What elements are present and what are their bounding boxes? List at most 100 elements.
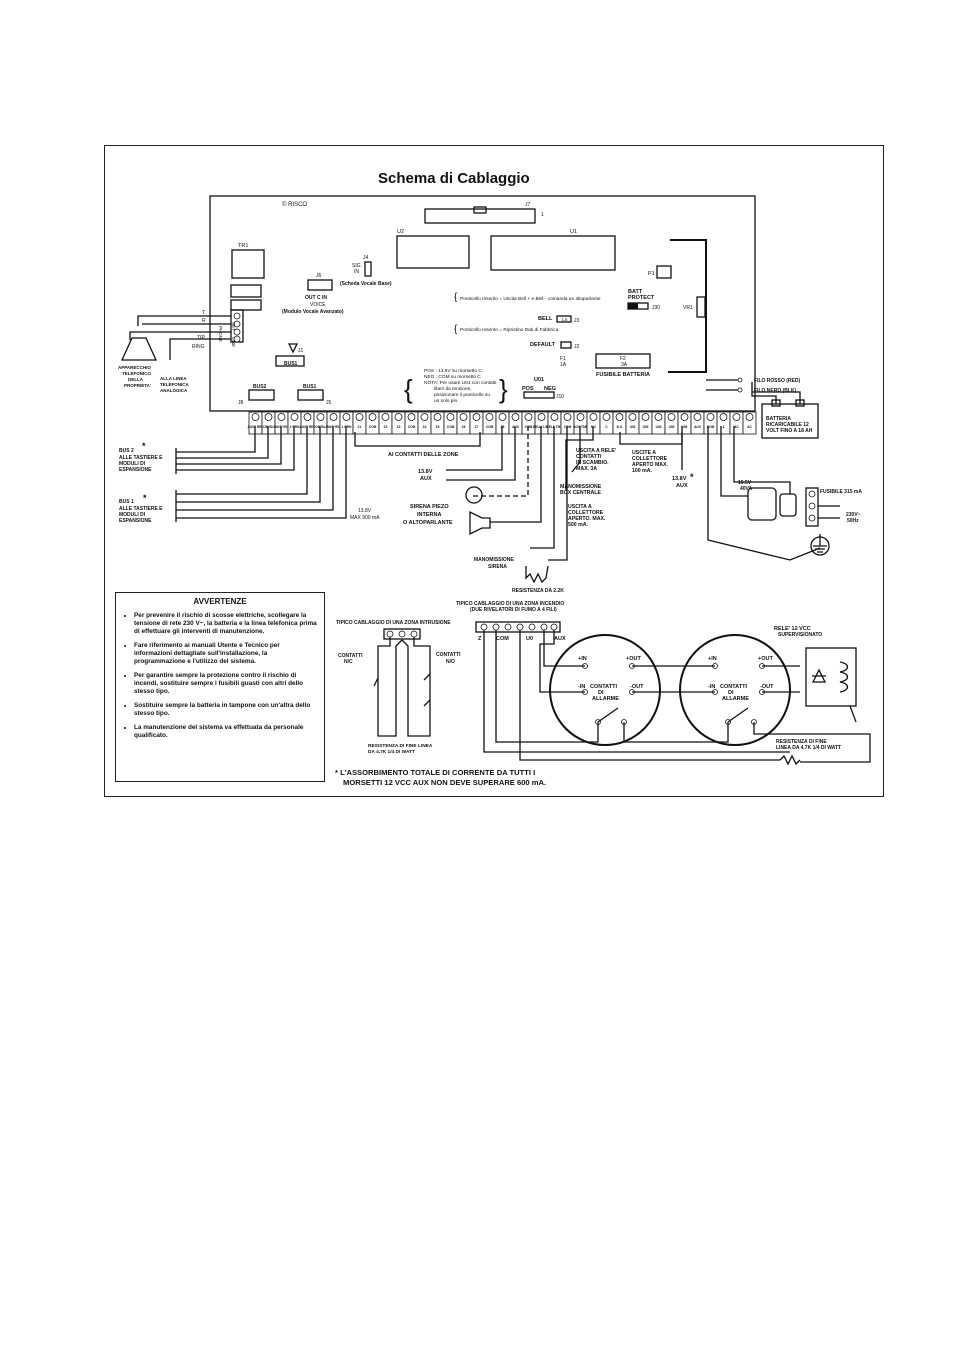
uscita-u01-3: 500 mA.	[568, 522, 588, 528]
pos-note-3: liberi da tensione,	[434, 386, 472, 392]
terminal-label: U06	[682, 425, 688, 429]
star: *	[142, 441, 146, 451]
terminal-label: COM	[408, 425, 416, 429]
fire-terminal	[516, 623, 524, 631]
fire-terminal	[540, 623, 548, 631]
f2-label: F2	[620, 356, 626, 362]
mains-terminal	[808, 502, 816, 510]
pos-note-4: posizionare il ponticello su	[434, 392, 490, 398]
fire-terminal	[550, 623, 558, 631]
p1-label: P1	[648, 271, 655, 277]
apparecchio-0: APPARECCHIO	[118, 365, 151, 370]
d2-in-plus: +IN	[708, 656, 717, 662]
siren-wire	[472, 426, 529, 497]
bus2-wire	[176, 426, 295, 471]
d1-contatti-1: DI	[598, 690, 604, 696]
default-note: Ponticello Inserito = Ripristino Dati di…	[460, 327, 559, 333]
terminal-label: 1 GRN	[342, 425, 352, 429]
fire-terminal	[528, 623, 536, 631]
terminal-screw	[719, 413, 728, 421]
tipico-intrusione: TIPICO CABLAGGIO DI UNA ZONA INTRUSIONE	[336, 620, 451, 626]
earth-circle	[810, 536, 830, 556]
terminal-screw	[667, 413, 676, 421]
fire-wire	[543, 630, 585, 667]
terminal-screw	[485, 413, 494, 421]
j1-marker	[287, 343, 299, 354]
j7-pin-label: 1	[541, 212, 544, 218]
terminal-label: U04	[656, 425, 662, 429]
bus2-text-3: ESPANSIONE	[119, 467, 152, 473]
terminal-screw	[537, 413, 546, 421]
terminal-label: U03	[643, 425, 649, 429]
terminal-label: COM	[707, 425, 715, 429]
warning-item: Per garantire sempre la protezione contr…	[134, 672, 318, 696]
phone-terminal	[233, 320, 241, 328]
d1-contatti-2: ALLARME	[592, 696, 619, 702]
fire-terminal-block	[475, 621, 561, 633]
star: *	[143, 493, 147, 503]
vr1-component	[696, 296, 706, 318]
d2-in-minus: -IN	[708, 684, 715, 690]
u1-chip	[490, 235, 616, 271]
terminal-label: ⏚	[722, 424, 725, 429]
terminal-label: Z3	[397, 425, 401, 429]
j4-in: IN	[354, 269, 359, 275]
tip-label: TIP	[197, 335, 205, 341]
mains-terminal-block	[805, 487, 819, 527]
smoke-detector-2	[679, 634, 791, 746]
manomissione-sirena-1: SIRENA	[488, 564, 507, 570]
bell-jumper-label: BELL	[538, 316, 553, 322]
terminal-screw	[316, 413, 325, 421]
earth-wire	[707, 426, 821, 561]
terminal-screw	[355, 413, 364, 421]
terminal-label: Z4	[423, 425, 427, 429]
fire-wire	[495, 630, 599, 743]
uscita-rele-3: MAX. 3A	[576, 466, 597, 472]
bus2-text-2: MODULI DI	[119, 461, 146, 467]
uscita-u01-2: APERTO. MAX.	[568, 516, 606, 522]
j8-label: J8	[238, 400, 244, 406]
bus1-wire	[176, 426, 334, 511]
relay-contact	[849, 705, 857, 723]
brace-right: }	[499, 374, 508, 404]
uscite-coll-0: USCITE A	[632, 450, 656, 456]
terminal-screw	[550, 413, 559, 421]
zones-bracket	[354, 432, 481, 447]
aux-minus-wire	[446, 426, 516, 481]
terminal-label: COM	[369, 425, 377, 429]
terminal-label: Z2	[384, 425, 388, 429]
transformer-coil	[779, 493, 797, 517]
bus1-text-1: ALLE TASTIERE E	[119, 506, 163, 512]
j7-label: J7	[525, 202, 531, 208]
j7-connector	[424, 208, 536, 224]
batt-protect-line2: PROTECT	[628, 295, 655, 301]
terminal-label: Z7	[475, 425, 479, 429]
manomissione-box-1: BOX CENTRALE	[560, 490, 601, 496]
brace-left: {	[454, 292, 458, 303]
phone-terminal	[233, 312, 241, 320]
j6-connector	[307, 279, 333, 291]
terminal-label: AUX	[512, 425, 520, 429]
aux2-label: AUX	[676, 483, 688, 489]
uscita-rele-0: USCITA A RELE'	[576, 448, 616, 454]
default-jumper	[560, 341, 572, 349]
resistenza-22k: RESISTENZA DA 2.2K	[512, 588, 564, 594]
f1-label: F1	[560, 356, 566, 362]
j1-label: J1	[298, 348, 304, 354]
bus1-label: BUS1	[303, 384, 317, 390]
uscita-u01-0: USCITA A	[568, 504, 592, 510]
batteria-2: VOLT FINO A 18 AH	[766, 428, 813, 434]
j4-caption: (Scheda Vocale Base)	[340, 281, 392, 287]
terminal-screw	[459, 413, 468, 421]
contatti-no-1: N/O	[446, 659, 455, 665]
terminal-label: N.O	[617, 425, 623, 429]
warnings-box: AVVERTENZE Per prevenire il rischio di s…	[115, 592, 325, 782]
terminal-screw	[576, 413, 585, 421]
terminal-label: AC	[747, 425, 752, 429]
terminal-screw	[511, 413, 520, 421]
warnings-title: AVVERTENZE	[193, 597, 247, 606]
ls-jumper	[556, 315, 572, 323]
rete-1: 50Hz	[847, 518, 859, 524]
bus2-text-1: ALLE TASTIERE E	[119, 455, 163, 461]
terminal-label: U02	[630, 425, 636, 429]
